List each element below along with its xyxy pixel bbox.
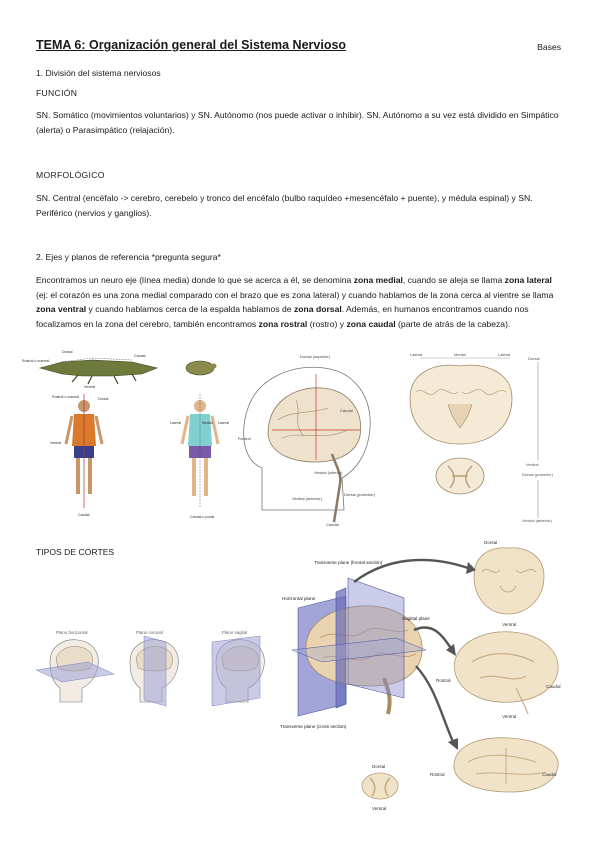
- head1-horizontal: [36, 639, 115, 703]
- man-label-ventral: Ventral: [50, 441, 61, 445]
- ejes-paragraph: Encontramos un neuro eje (línea media) d…: [36, 273, 564, 331]
- label-sagittal-plane: Sagittal plane: [402, 616, 430, 621]
- brain-shape: [267, 387, 362, 463]
- morfologico-paragraph: SN. Central (encéfalo -> cerebro, cerebe…: [36, 193, 533, 218]
- head2-label: Plano coronal: [136, 630, 163, 635]
- head-profile-figure: Dorsal (superior) Rostral Caudal Ventral…: [238, 354, 376, 527]
- sec-label-dorsal-top: Dorsal: [484, 540, 497, 545]
- text-run: . Además, en humanos encontramos cuando …: [36, 304, 529, 329]
- sec-label-rostral-1: Rostral: [436, 678, 451, 683]
- arrow-to-sagittal: [413, 626, 454, 651]
- coronal-label-dorsal: Dorsal: [528, 356, 540, 361]
- brain-planes-sections-figure: Dorsal Ventral Rostral Caudal Ventral Ro…: [280, 540, 561, 811]
- text-run: (rostro) y: [307, 318, 347, 329]
- man-label-caudal: Caudal: [78, 513, 90, 517]
- label-transverse-cross: Transverse plane (cross section): [280, 724, 347, 729]
- funcion-paragraph: SN. Somático (movimientos voluntarios) y…: [36, 110, 559, 135]
- bold-term: zona dorsal: [293, 304, 342, 314]
- text-run: (ej: el corazón es una zona medial compa…: [36, 289, 554, 300]
- croc-label-caudal: Caudal: [134, 354, 146, 358]
- man-label-rostral: Rostral o craneal: [52, 395, 79, 399]
- morfologico-label: MORFOLÓGICO: [36, 170, 105, 180]
- text-run: y cuando hablamos cerca de la espalda ha…: [86, 304, 294, 314]
- section2-heading: 2. Ejes y planos de referencia *pregunta…: [36, 252, 221, 262]
- sec-label-ventral-1: Ventral: [502, 622, 516, 627]
- title-text: Organización general del Sistema Nervios…: [85, 38, 347, 52]
- sec-label-rostral-2: Rostral: [430, 772, 445, 777]
- head-label-ventral-inferior: Ventral (inferior): [314, 470, 343, 475]
- subject-tag: Bases: [537, 42, 561, 52]
- bold-term: zona medial: [353, 275, 403, 285]
- section1-heading: 1. División del sistema nerviosos: [36, 68, 161, 78]
- frontal-plane: [335, 587, 347, 709]
- head-label-rostral: Rostral: [238, 436, 251, 441]
- label-transverse-frontal: Transverse plane (frontal section): [314, 560, 383, 565]
- planes-heads-figure: Plano horizontal Plano coronal Plano sag…: [36, 630, 265, 707]
- coronal-label-dorsal-posterior: Dorsal (posterior): [522, 472, 554, 477]
- funcion-label: FUNCIÓN: [36, 88, 78, 98]
- head3-label: Plano sagital: [222, 630, 247, 635]
- sec-label-caudal-2: Caudal: [542, 772, 557, 777]
- head-label-ventral-anterior: Ventral (anterior): [292, 496, 322, 501]
- woman-label-lateral-left: Lateral: [170, 421, 181, 425]
- anatomical-axes-figure: Rostral o craneal Dorsal Caudal Ventral …: [22, 350, 229, 519]
- bold-term: zona rostral: [258, 318, 308, 329]
- head-label-dorsal: Dorsal (superior): [300, 354, 330, 359]
- woman-label-medial: Medial: [202, 421, 213, 425]
- coronal-section-image: [473, 547, 545, 615]
- cord-label-ventral: Ventral: [372, 806, 386, 811]
- croc-label-rostral: Rostral o craneal: [22, 359, 49, 363]
- bold-term: zona caudal: [346, 318, 396, 329]
- woman-illustration: [180, 394, 220, 508]
- cord-label-dorsal: Dorsal: [372, 764, 385, 769]
- head2-coronal: [129, 635, 179, 707]
- section3-heading: TIPOS DE CORTES: [36, 547, 115, 557]
- horizontal-plane: [291, 637, 427, 663]
- coronal-label-ventral-anterior: Ventral (anterior): [522, 518, 552, 523]
- coronal-label-medial: Medial: [454, 352, 466, 357]
- coronal-label-lateral-left: Lateral: [410, 352, 422, 357]
- head3-sagittal: [211, 635, 265, 707]
- head-label-caudal: Caudal: [340, 408, 353, 413]
- bold-term: zona ventral: [36, 304, 87, 314]
- sec-label-ventral-2: Ventral: [502, 714, 516, 719]
- coronal-section-figure: Lateral Medial Lateral Dorsal Ventral Do…: [409, 352, 554, 523]
- sagittal-section-image: [453, 631, 559, 703]
- turtle-illustration: [185, 360, 217, 376]
- arrow-to-coronal: [353, 558, 469, 583]
- page-title: TEMA 6: Organización general del Sistema…: [36, 38, 346, 52]
- text-run: Encontramos un neuro eje (línea media) d…: [36, 275, 354, 285]
- croc-label-dorsal: Dorsal: [62, 350, 73, 354]
- coronal-label-lateral-right: Lateral: [498, 352, 510, 357]
- arrow-to-horizontal: [415, 665, 456, 745]
- text-run: , cuando se aleja se llama: [402, 275, 505, 285]
- woman-label-caudal: Caudal o podal: [190, 515, 214, 519]
- transverse-plane: [347, 577, 405, 699]
- sec-label-caudal-1: Caudal: [546, 684, 561, 689]
- label-horizontal-plane: Horizontal plane: [282, 596, 316, 601]
- spinal-cord-cross-section: [361, 772, 399, 800]
- title-label: TEMA 6:: [36, 38, 86, 52]
- bold-term: zona lateral: [504, 275, 552, 285]
- head1-label: Plano horizontal: [56, 630, 88, 635]
- text-run: (parte de atrás de la cabeza).: [395, 318, 511, 329]
- man-label-dorsal: Dorsal: [98, 397, 109, 401]
- crocodile-illustration: [38, 357, 158, 385]
- croc-label-ventral: Ventral: [84, 385, 95, 389]
- head-label-dorsal-posterior: Dorsal (posterior): [344, 492, 376, 497]
- coronal-label-ventral: Ventral: [526, 462, 539, 467]
- man-illustration: [64, 394, 104, 508]
- woman-label-lateral-right: Lateral: [218, 421, 229, 425]
- head-label-caudal-bottom: Caudal: [326, 522, 339, 527]
